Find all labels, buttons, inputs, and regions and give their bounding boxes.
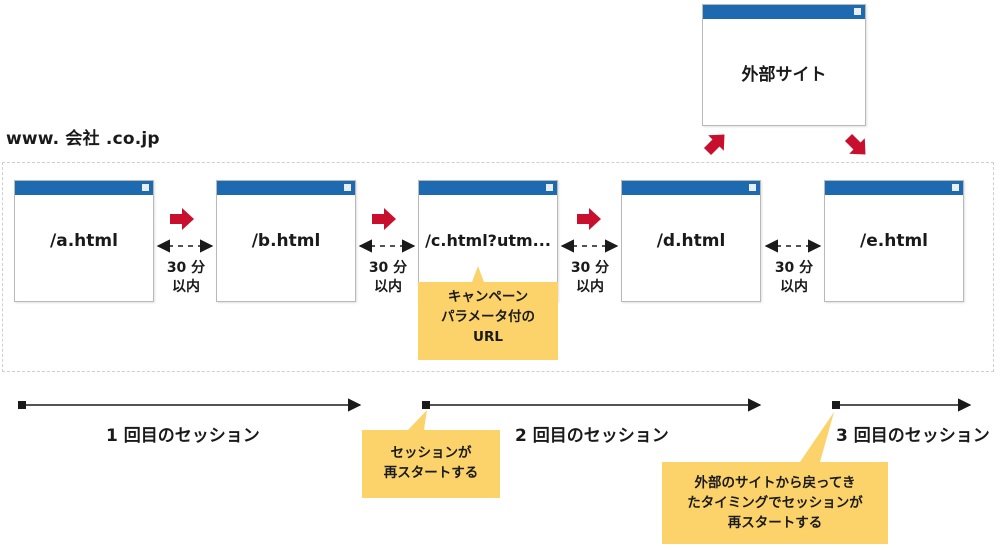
external-site-label: 外部サイト — [741, 65, 827, 85]
session-start-marker — [422, 401, 430, 409]
exit-arrow-icon — [703, 134, 725, 156]
callout-pointer — [800, 412, 834, 462]
flow-arrow-icon — [577, 208, 601, 230]
window-control-icon — [546, 184, 553, 191]
gap-within: 以内 — [780, 279, 808, 295]
note-line: パラメータ付の — [440, 309, 536, 325]
window-titlebar — [15, 181, 153, 195]
flow-arrow-icon — [170, 208, 194, 230]
window-control-icon — [749, 184, 756, 191]
site-boundary — [2, 162, 994, 372]
window-titlebar — [622, 181, 760, 195]
page-window-d: /d.html — [621, 180, 761, 302]
return-arrow-icon — [844, 133, 866, 155]
flow-arrow-icon — [372, 208, 396, 230]
window-titlebar — [703, 5, 865, 19]
session-start-marker — [832, 401, 840, 409]
page-window-a: /a.html — [14, 180, 154, 302]
campaign-url-note: キャンペーン パラメータ付の URL — [418, 282, 558, 360]
page-label: /a.html — [50, 231, 118, 251]
gap-label-bc: 30 分 以内 — [358, 259, 418, 297]
callout-pointer — [472, 266, 484, 282]
session-label-3: 3 回目のセッション — [836, 426, 990, 446]
page-label: /d.html — [656, 231, 726, 251]
note-line: たタイミングでセッションが — [687, 495, 863, 511]
window-control-icon — [142, 184, 149, 191]
external-site-window: 外部サイト — [702, 4, 866, 126]
callout-pointer — [408, 410, 427, 430]
page-label: /b.html — [251, 231, 321, 251]
note-line: 外部のサイトから戻ってき — [694, 475, 856, 491]
session-start-marker — [18, 401, 26, 409]
note-line: 再スタートする — [727, 515, 823, 531]
session-restart-note: セッションが 再スタートする — [362, 430, 500, 498]
page-window-e: /e.html — [824, 180, 964, 302]
gap-within: 以内 — [576, 279, 604, 295]
gap-within: 以内 — [172, 279, 200, 295]
gap-minutes: 30 分 — [368, 260, 408, 276]
session-label-2: 2 回目のセッション — [515, 426, 669, 446]
note-line: 再スタートする — [383, 465, 479, 481]
page-window-c: /c.html?utm... — [418, 180, 558, 302]
note-line: セッションが — [390, 445, 472, 461]
gap-minutes: 30 分 — [166, 260, 206, 276]
window-control-icon — [854, 8, 861, 15]
note-line: キャンペーン — [447, 289, 529, 305]
gap-minutes: 30 分 — [570, 260, 610, 276]
window-control-icon — [952, 184, 959, 191]
site-domain-label: www. 会社 .co.jp — [6, 129, 160, 149]
external-return-note: 外部のサイトから戻ってき たタイミングでセッションが 再スタートする — [662, 462, 888, 544]
gap-label-cd: 30 分 以内 — [560, 259, 620, 297]
window-titlebar — [419, 181, 557, 195]
page-label: /c.html?utm... — [425, 231, 551, 250]
window-titlebar — [217, 181, 355, 195]
page-label: /e.html — [860, 231, 928, 251]
gap-label-de: 30 分 以内 — [764, 259, 824, 297]
page-window-b: /b.html — [216, 180, 356, 302]
gap-label-ab: 30 分 以内 — [156, 259, 216, 297]
window-titlebar — [825, 181, 963, 195]
window-control-icon — [344, 184, 351, 191]
gap-minutes: 30 分 — [774, 260, 814, 276]
note-line: URL — [473, 329, 503, 345]
session-label-1: 1 回目のセッション — [106, 426, 260, 446]
gap-within: 以内 — [374, 279, 402, 295]
